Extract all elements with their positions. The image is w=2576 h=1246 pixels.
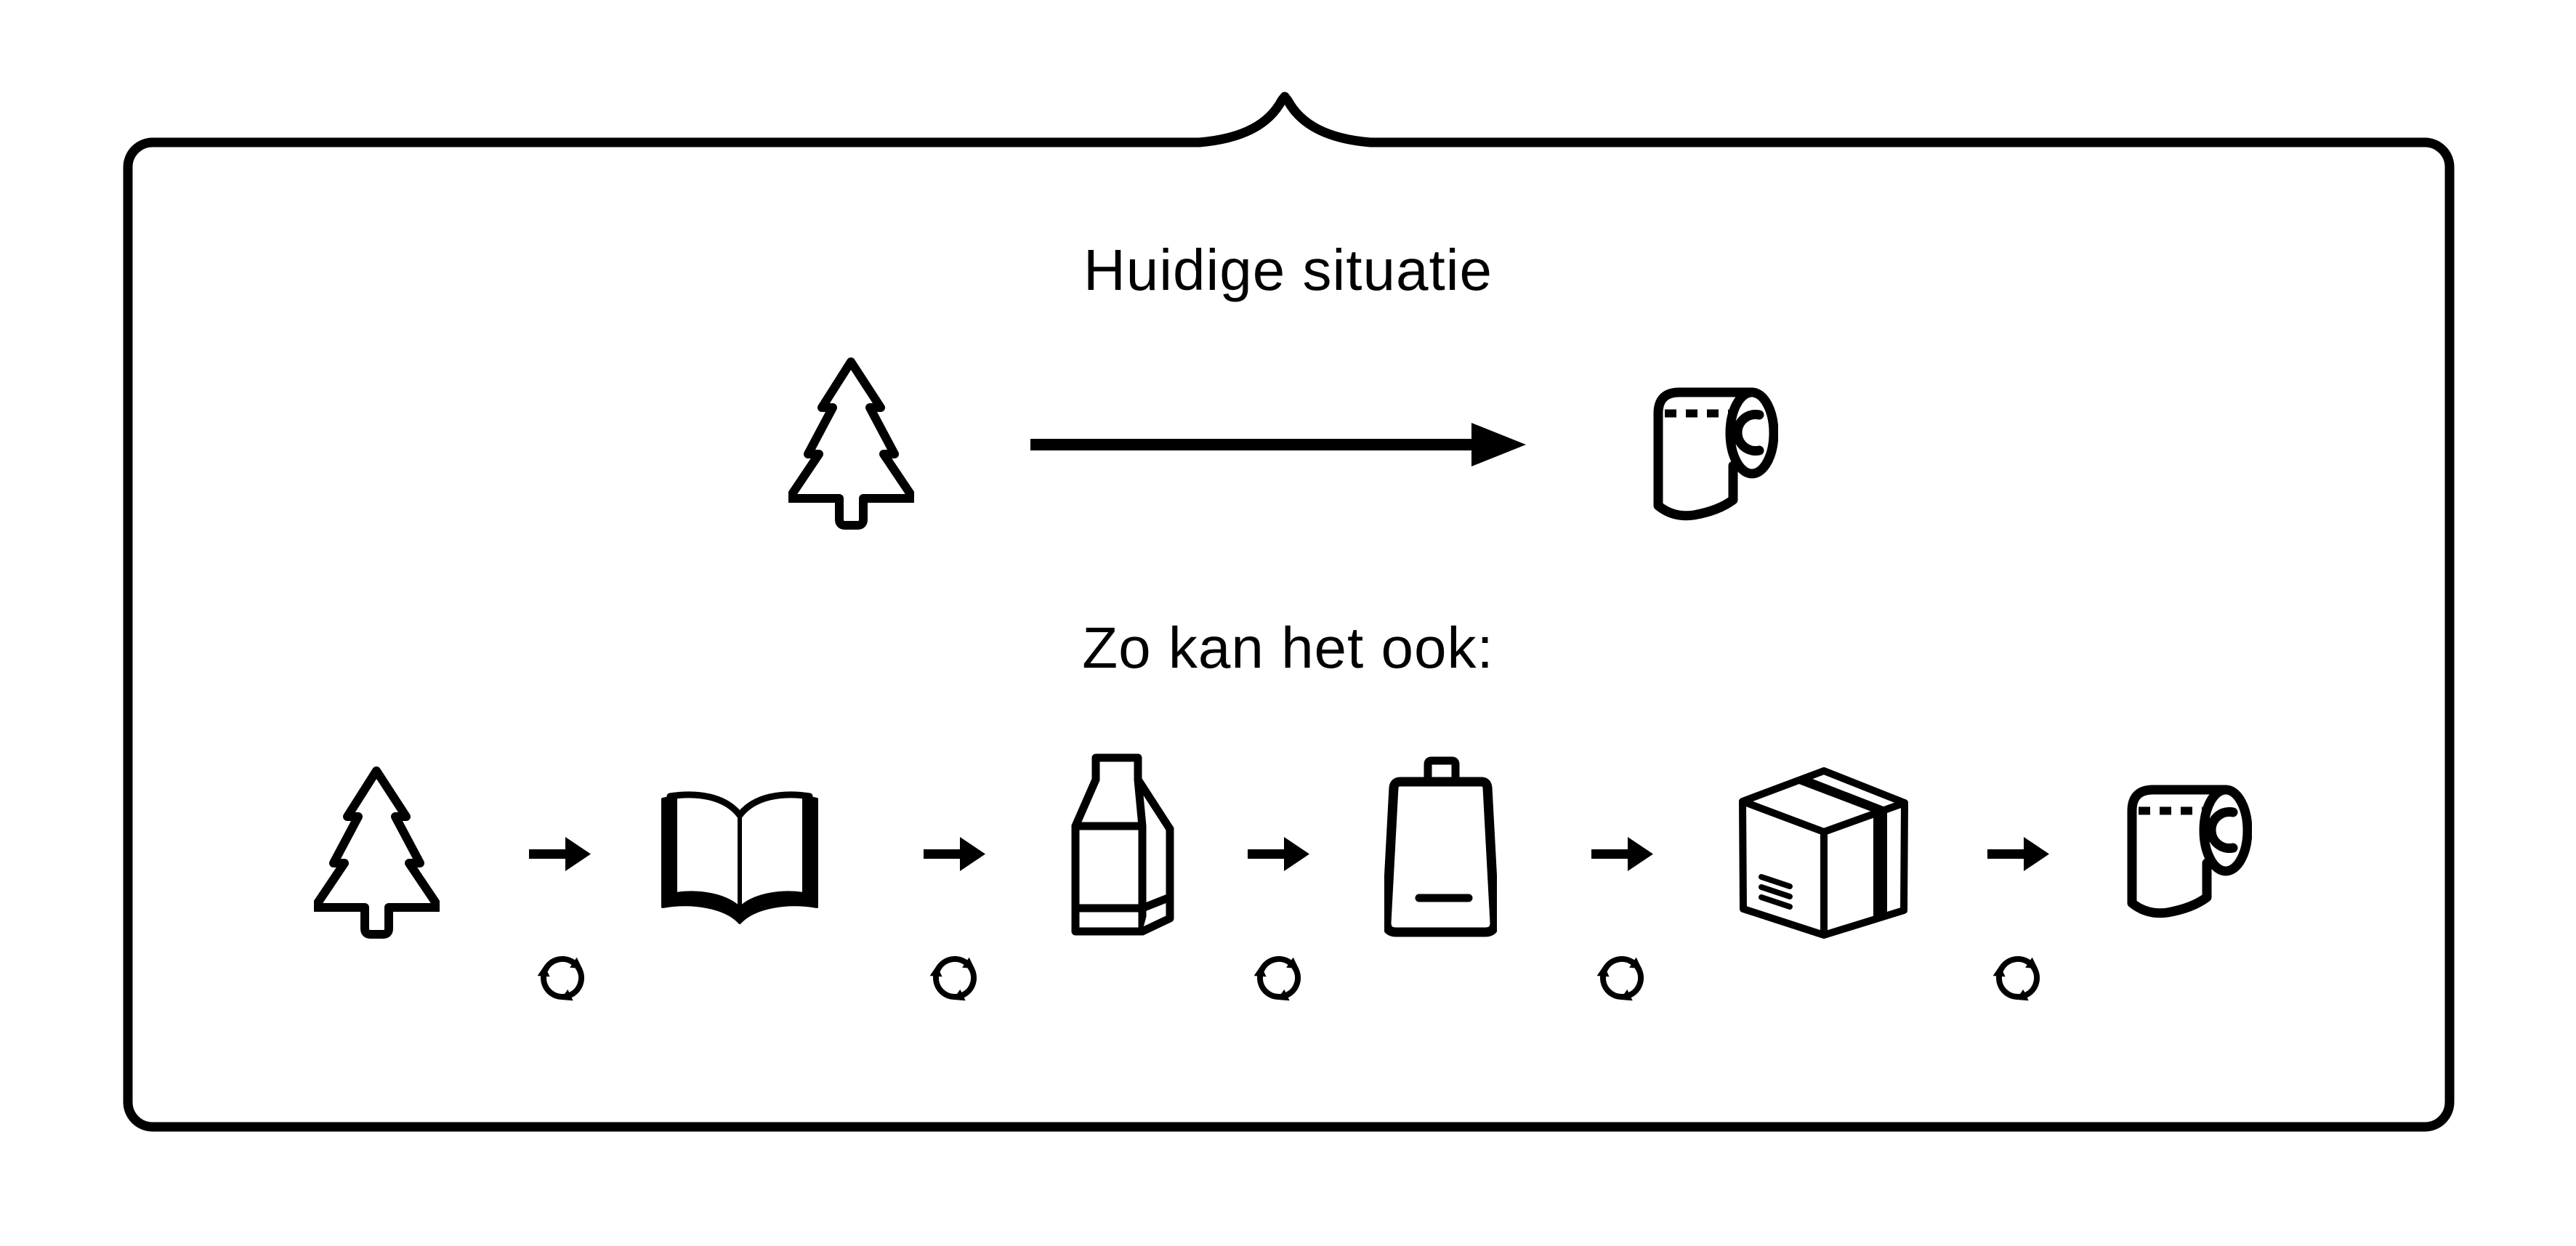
pine-tree-icon [314, 765, 440, 941]
toilet-paper-roll-icon [1653, 387, 1778, 521]
open-book-icon [653, 777, 827, 930]
recycle-icon [1990, 948, 2046, 1003]
arrow-right-icon [1248, 837, 1309, 871]
section-title-alternative: Zo kan het ook: [1082, 615, 1494, 680]
arrow-right-icon [1987, 837, 2049, 871]
recycle-icon [926, 948, 983, 1003]
milk-carton-icon [1068, 753, 1177, 941]
recycle-icon [1594, 948, 1650, 1003]
section-title-current: Huidige situatie [1083, 238, 1493, 302]
arrow-right-icon [924, 837, 985, 871]
long-arrow-right-icon [1030, 423, 1526, 466]
arrow-right-icon [1591, 837, 1653, 871]
package-box-icon [1738, 766, 1909, 939]
recycle-icon [534, 948, 591, 1003]
recycle-icon [1251, 948, 1307, 1003]
arrow-right-icon [529, 837, 591, 871]
shopping-bag-icon [1384, 756, 1497, 937]
pine-tree-icon [788, 356, 914, 532]
toilet-paper-roll-icon [2127, 785, 2252, 918]
